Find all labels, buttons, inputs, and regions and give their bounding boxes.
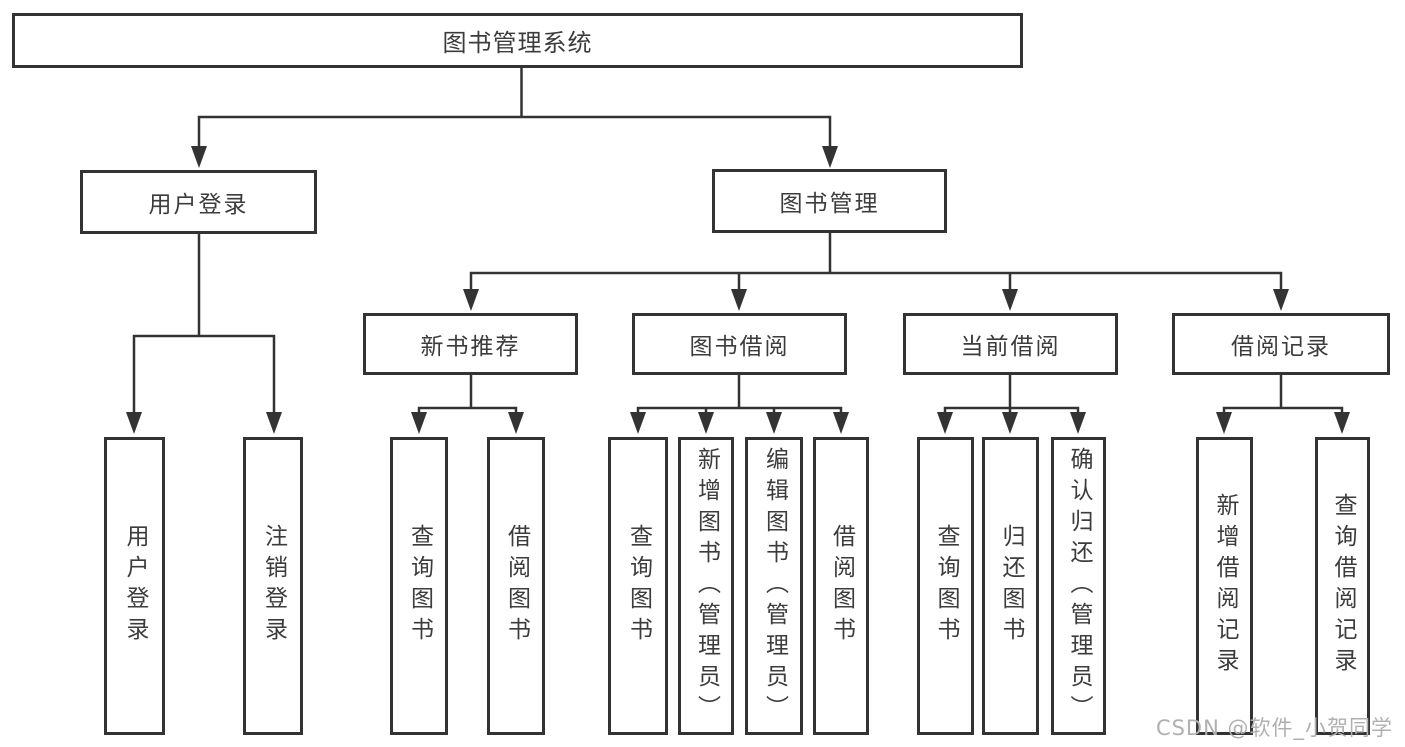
watermark: CSDN @软件_小贺同学 [1155,716,1393,740]
leaf-bb-borrow-books: 借阅图书 [813,437,869,735]
node-new-book-recommend: 新书推荐 [363,313,578,375]
leaf-nb-query-books: 查询图书 [390,437,448,735]
node-book-borrowing: 图书借阅 [632,313,847,375]
leaf-br-query-borrow-record: 查询借阅记录 [1315,437,1370,735]
leaf-cb-return-books: 归还图书 [982,437,1039,735]
leaf-bb-query-books: 查询图书 [608,437,668,735]
node-book-management: 图书管理 [712,169,947,233]
node-user-login: 用户登录 [80,170,317,234]
leaf-nb-borrow-books: 借阅图书 [487,437,545,735]
node-current-borrowing: 当前借阅 [903,313,1118,375]
leaf-cb-query-books: 查询图书 [917,437,974,735]
leaf-cb-confirm-return-admin: 确认归还（管理员） [1051,437,1106,735]
leaf-bb-edit-books-admin: 编辑图书（管理员） [745,437,803,735]
leaf-br-add-borrow-record: 新增借阅记录 [1196,437,1253,735]
leaf-user-login: 用户登录 [104,437,165,735]
node-root: 图书管理系统 [12,13,1023,68]
arrowheads [126,146,1350,434]
leaf-logout: 注销登录 [243,437,303,735]
leaf-bb-add-books-admin: 新增图书（管理员） [678,437,734,735]
node-borrowing-records: 借阅记录 [1172,313,1390,375]
